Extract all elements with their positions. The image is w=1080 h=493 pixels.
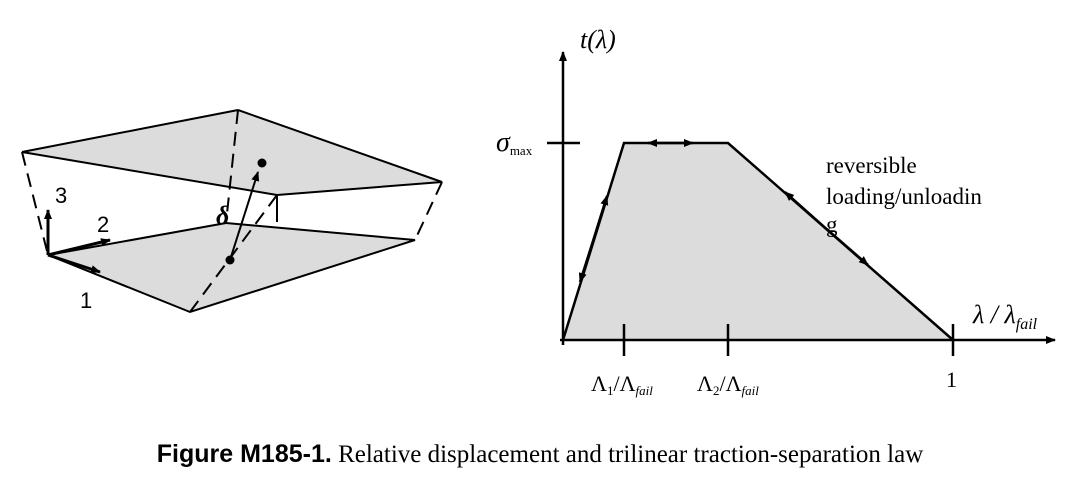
axis-1-arrow (47, 253, 101, 274)
dashed-edge-left (21, 151, 49, 256)
annotation-line1: reversible (826, 153, 917, 178)
dashed-edge-back (225, 109, 239, 224)
x-axis-label: λ / λfail (972, 300, 1038, 333)
trilinear-area (563, 143, 953, 340)
top-face-outline (21, 109, 443, 197)
tick-one-label: 1 (946, 367, 957, 392)
axis-3-label: 3 (55, 183, 67, 208)
traction-separation-chart: t(λ) λ / λfail σmax Λ1/Λfail Λ2/Λfail 1 … (496, 25, 1056, 398)
annotation-line3: g (826, 212, 838, 237)
caption-text: Relative displacement and trilinear trac… (331, 441, 924, 468)
dashed-edge-front (189, 194, 278, 313)
segment1-arrow-up (591, 195, 609, 242)
figure-caption: Figure M185-1. Relative displacement and… (0, 440, 1080, 469)
tick-lambda2-label: Λ2/Λfail (697, 371, 759, 398)
y-axis-label: t(λ) (580, 25, 616, 54)
figure-svg: 1 2 3 δ t(λ) λ / λfail (21, 25, 1056, 398)
softening-arrow-up (784, 191, 831, 233)
segment1-arrow-down (578, 240, 595, 283)
sigma-max-label: σmax (496, 127, 533, 158)
top-back-edge (21, 109, 239, 153)
bottom-face-outline (47, 222, 416, 314)
annotation-line2: loading/unloadin (826, 184, 982, 209)
delta-vector-arrow (229, 171, 260, 261)
top-face (22, 110, 442, 195)
dashed-edge-right (414, 181, 443, 241)
axis-2-label: 2 (97, 212, 109, 237)
axis-2-arrow (47, 238, 111, 257)
softening-arrow-down (829, 231, 869, 266)
delta-end-point (257, 158, 267, 168)
tick-lambda1-label: Λ1/Λfail (591, 371, 653, 398)
bottom-back-edge (47, 222, 227, 256)
cohesive-element-diagram: 1 2 3 δ (21, 109, 443, 314)
axis-1-label: 1 (80, 288, 92, 313)
bottom-face (48, 223, 415, 312)
delta-label: δ (216, 201, 229, 230)
caption-label: Figure M185-1. (156, 440, 332, 468)
